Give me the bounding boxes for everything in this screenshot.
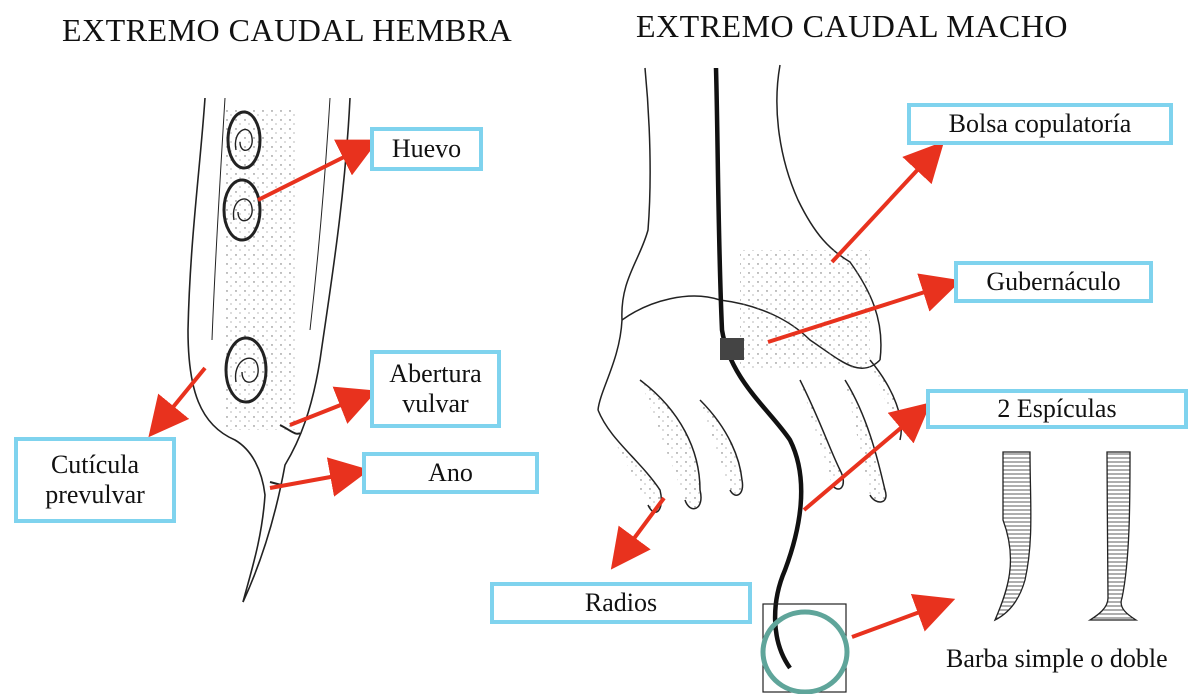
label-radios-text: Radios (585, 588, 657, 618)
tip-highlight-circle (763, 612, 847, 692)
label-abertura-text-2: vulvar (402, 389, 468, 419)
label-cuticula-text-2: prevulvar (45, 480, 145, 510)
label-abertura-vulvar: Abertura vulvar (370, 350, 501, 428)
label-cuticula-prevulvar: Cutícula prevulvar (14, 437, 176, 523)
label-cuticula-text-1: Cutícula (51, 450, 139, 480)
label-huevo-text: Huevo (392, 134, 461, 164)
label-espiculas-text: 2 Espículas (997, 394, 1116, 424)
arrow-radios (618, 498, 664, 560)
label-bolsa-text: Bolsa copulatoría (949, 109, 1132, 139)
spicule-tip-simple (995, 452, 1031, 620)
caption-barba: Barba simple o doble (946, 644, 1168, 674)
label-ano: Ano (362, 452, 539, 494)
male-arrows (618, 150, 950, 637)
label-radios: Radios (490, 582, 752, 624)
label-ano-text: Ano (428, 458, 473, 488)
label-espiculas: 2 Espículas (926, 389, 1188, 429)
arrow-barba (852, 603, 944, 637)
label-gubernaculo-text: Gubernáculo (986, 267, 1120, 297)
arrow-abertura-vulvar (290, 395, 366, 425)
label-gubernaculo: Gubernáculo (954, 261, 1153, 303)
label-huevo: Huevo (370, 127, 483, 171)
arrow-bolsa (832, 150, 936, 262)
female-worm-drawing (188, 98, 350, 602)
label-bolsa-copulatoria: Bolsa copulatoría (907, 103, 1173, 145)
label-abertura-text-1: Abertura (389, 359, 481, 389)
spicule-tip-double (1090, 452, 1136, 620)
male-worm-drawing (598, 65, 901, 668)
